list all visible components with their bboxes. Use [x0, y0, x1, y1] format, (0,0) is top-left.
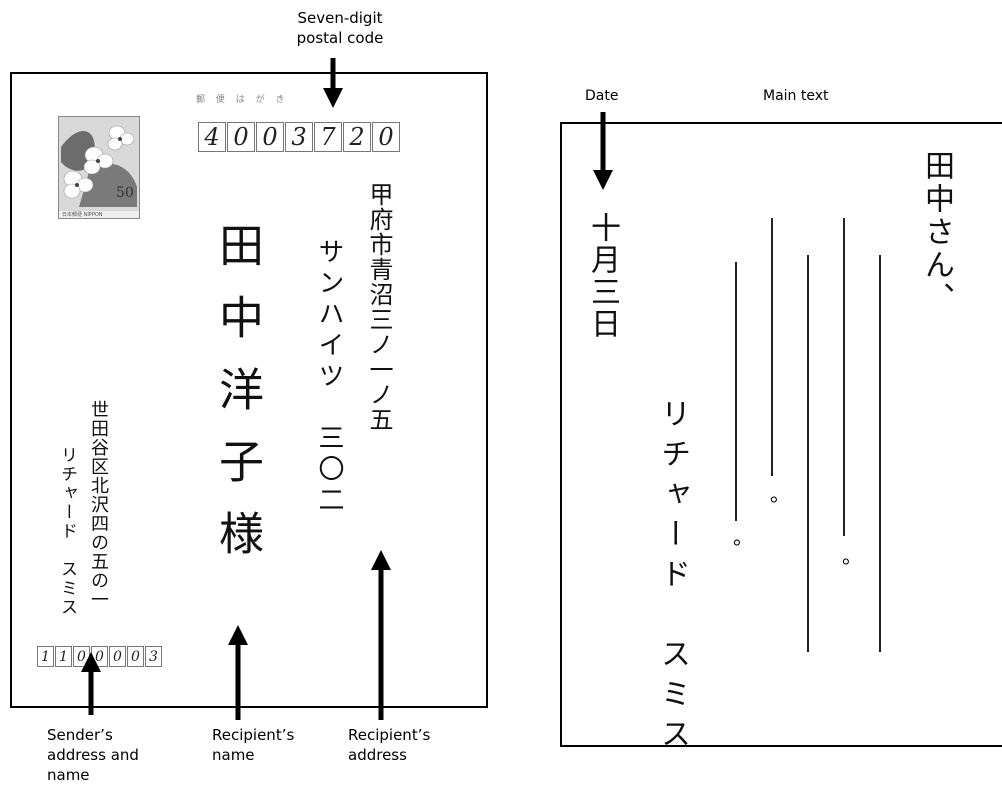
label-main-text: Main text — [763, 88, 829, 104]
recipient-name: 田中洋子様 — [211, 222, 264, 582]
postal-digit-box: 3 — [285, 122, 313, 152]
label-sender: Sender’s address and name — [47, 726, 139, 784]
stamp-value: 50 — [116, 185, 134, 201]
orchid-stamp-image — [59, 117, 139, 218]
stamp-caption: 日本郵便 NIPPON — [62, 212, 103, 218]
period-mark: 。 — [770, 482, 790, 506]
postal-digit-box: 0 — [227, 122, 255, 152]
postal-digit-box: 1 — [37, 646, 54, 667]
postal-digit-box: 1 — [55, 646, 72, 667]
label-postal-code: Seven-digit postal code — [296, 9, 384, 47]
postage-stamp: 50 日本郵便 NIPPON — [58, 116, 140, 219]
letter-signature: リチャード スミス — [655, 398, 690, 758]
postal-digit-box: 7 — [314, 122, 342, 152]
postal-digit-box: 0 — [109, 646, 126, 667]
letter-date: 十月三日 — [585, 212, 620, 340]
recipient-address-line2: サンハイツ 三〇二 — [314, 238, 344, 517]
postal-digit-box: 4 — [198, 122, 226, 152]
postal-digit-box: 0 — [372, 122, 400, 152]
postcard-message-side — [560, 122, 1002, 747]
postal-digit-box: 3 — [145, 646, 162, 667]
period-mark: 。 — [842, 544, 862, 568]
postal-digit-box: 0 — [256, 122, 284, 152]
label-recipient-name: Recipient’s name — [212, 726, 295, 764]
postal-digit-box: 2 — [343, 122, 371, 152]
label-recipient-address: Recipient’s address — [348, 726, 431, 764]
recipient-address-line1: 甲府市青沼三ノ一ノ五 — [365, 182, 393, 432]
letter-greeting: 田中さん、 — [919, 150, 954, 315]
period-mark: 。 — [733, 525, 753, 549]
sender-name: リチャード スミス — [57, 446, 77, 617]
postcard-header: 郵 便 は が き — [196, 95, 289, 105]
postal-digit-box: 0 — [127, 646, 144, 667]
sender-address: 世田谷区北沢四の五の一 — [88, 400, 109, 609]
label-date: Date — [585, 88, 619, 104]
